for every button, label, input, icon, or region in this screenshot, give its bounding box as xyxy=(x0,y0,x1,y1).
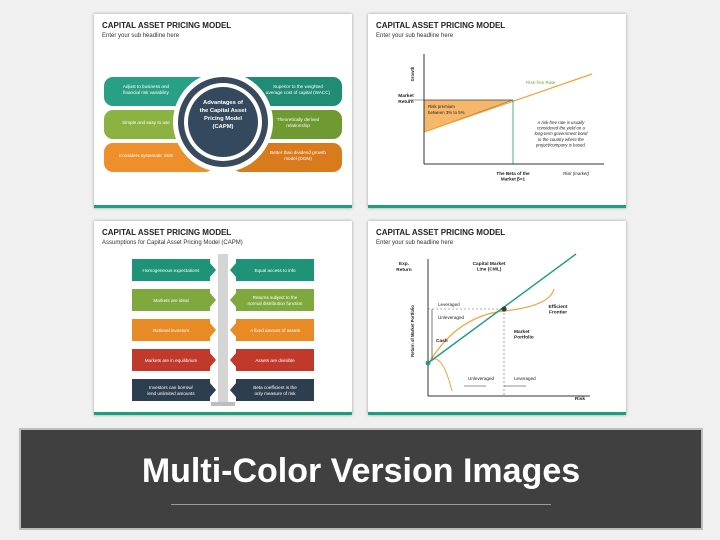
assumption-left-arrow xyxy=(210,293,216,307)
assumption-left-box xyxy=(132,259,210,281)
assumption-right-text: A fixed amount of assets xyxy=(250,328,301,333)
assumption-left-text: Rational investors xyxy=(153,328,190,333)
assumption-right-box xyxy=(236,289,314,311)
assumption-left-text: Investors can borrow/lend unlimited amou… xyxy=(147,385,195,396)
slide-subtitle: Enter your sub headline here xyxy=(376,240,454,246)
center-pole xyxy=(218,254,228,406)
risk-free-rate-label: Risk-free Rate xyxy=(526,80,556,85)
assumption-left-box xyxy=(132,289,210,311)
slide-title: CAPITAL ASSET PRICING MODEL xyxy=(376,228,506,237)
assumption-right-arrow xyxy=(230,263,236,277)
banner: Multi-Color Version Images xyxy=(21,430,701,528)
center-circle xyxy=(188,87,258,157)
unleveraged-bottom-label: Unleveraged xyxy=(468,376,494,381)
exp-return-label: Exp.Return xyxy=(396,261,412,273)
slide-subtitle: Assumptions for Capital Asset Pricing Mo… xyxy=(102,240,243,246)
advantage-left-text: Considers systematic risks xyxy=(119,153,174,158)
pole-base xyxy=(211,402,235,406)
slide-advantages-capm[interactable]: CAPITAL ASSET PRICING MODEL Enter your s… xyxy=(94,14,352,208)
market-portfolio-point xyxy=(501,306,507,312)
assumption-right-arrow xyxy=(230,323,236,337)
assumptions-diagram: Homogeneous expectations Equal access to … xyxy=(132,254,314,406)
assumption-left-box xyxy=(132,349,210,371)
slide-risk-premium-chart[interactable]: CAPITAL ASSET PRICING MODEL Enter your s… xyxy=(368,14,626,208)
slide-capital-market-line[interactable]: CAPITAL ASSET PRICING MODEL Enter your s… xyxy=(368,221,626,415)
y-axis-label: Growth xyxy=(410,66,415,81)
assumption-right-box xyxy=(236,349,314,371)
slide-title: CAPITAL ASSET PRICING MODEL xyxy=(102,21,232,30)
banner-underline xyxy=(171,504,551,505)
assumption-left-box xyxy=(132,319,210,341)
assumption-left-text: Homogeneous expectations xyxy=(143,268,201,273)
assumption-right-arrow xyxy=(230,353,236,367)
cash-label: Cash xyxy=(436,338,448,344)
slide-capm-assumptions[interactable]: CAPITAL ASSET PRICING MODEL Assumptions … xyxy=(94,221,352,415)
slide-subtitle: Enter your sub headline here xyxy=(376,33,454,39)
assumption-right-text: Equal access to info xyxy=(254,268,296,273)
assumption-left-arrow xyxy=(210,383,216,397)
assumption-left-text: Markets are in equilibrium xyxy=(145,358,198,363)
assumption-left-box xyxy=(132,379,210,401)
advantage-left-text: Simple and easy to use xyxy=(122,120,170,125)
assumption-left-arrow xyxy=(210,263,216,277)
x-axis-label: Risk (market) xyxy=(563,171,590,176)
slide-title: CAPITAL ASSET PRICING MODEL xyxy=(102,228,232,237)
assumption-left-arrow xyxy=(210,323,216,337)
frontier-lower xyxy=(429,358,453,392)
banner-title: Multi-Color Version Images xyxy=(141,452,581,490)
assumption-left-text: Markets are ideal xyxy=(153,298,188,303)
assumption-left-arrow xyxy=(210,353,216,367)
assumption-right-box xyxy=(236,319,314,341)
assumption-right-box xyxy=(236,379,314,401)
efficient-frontier xyxy=(429,288,555,362)
x-axis-label: Risk xyxy=(575,396,585,402)
assumption-right-box xyxy=(236,259,314,281)
assumption-right-arrow xyxy=(230,383,236,397)
y-axis-label: Return of Market Portfolio xyxy=(410,305,415,357)
assumption-right-arrow xyxy=(230,293,236,307)
assumption-right-text: Assets are divisible xyxy=(255,358,295,363)
slide-subtitle: Enter your sub headline here xyxy=(102,33,180,39)
security-market-line xyxy=(423,73,593,133)
slide-title: CAPITAL ASSET PRICING MODEL xyxy=(376,21,506,30)
leveraged-label: Leveraged xyxy=(438,302,460,307)
cash-point xyxy=(425,360,431,366)
unleveraged-label: Unleveraged xyxy=(438,315,464,320)
leveraged-bottom-label: Leveraged xyxy=(514,376,536,381)
